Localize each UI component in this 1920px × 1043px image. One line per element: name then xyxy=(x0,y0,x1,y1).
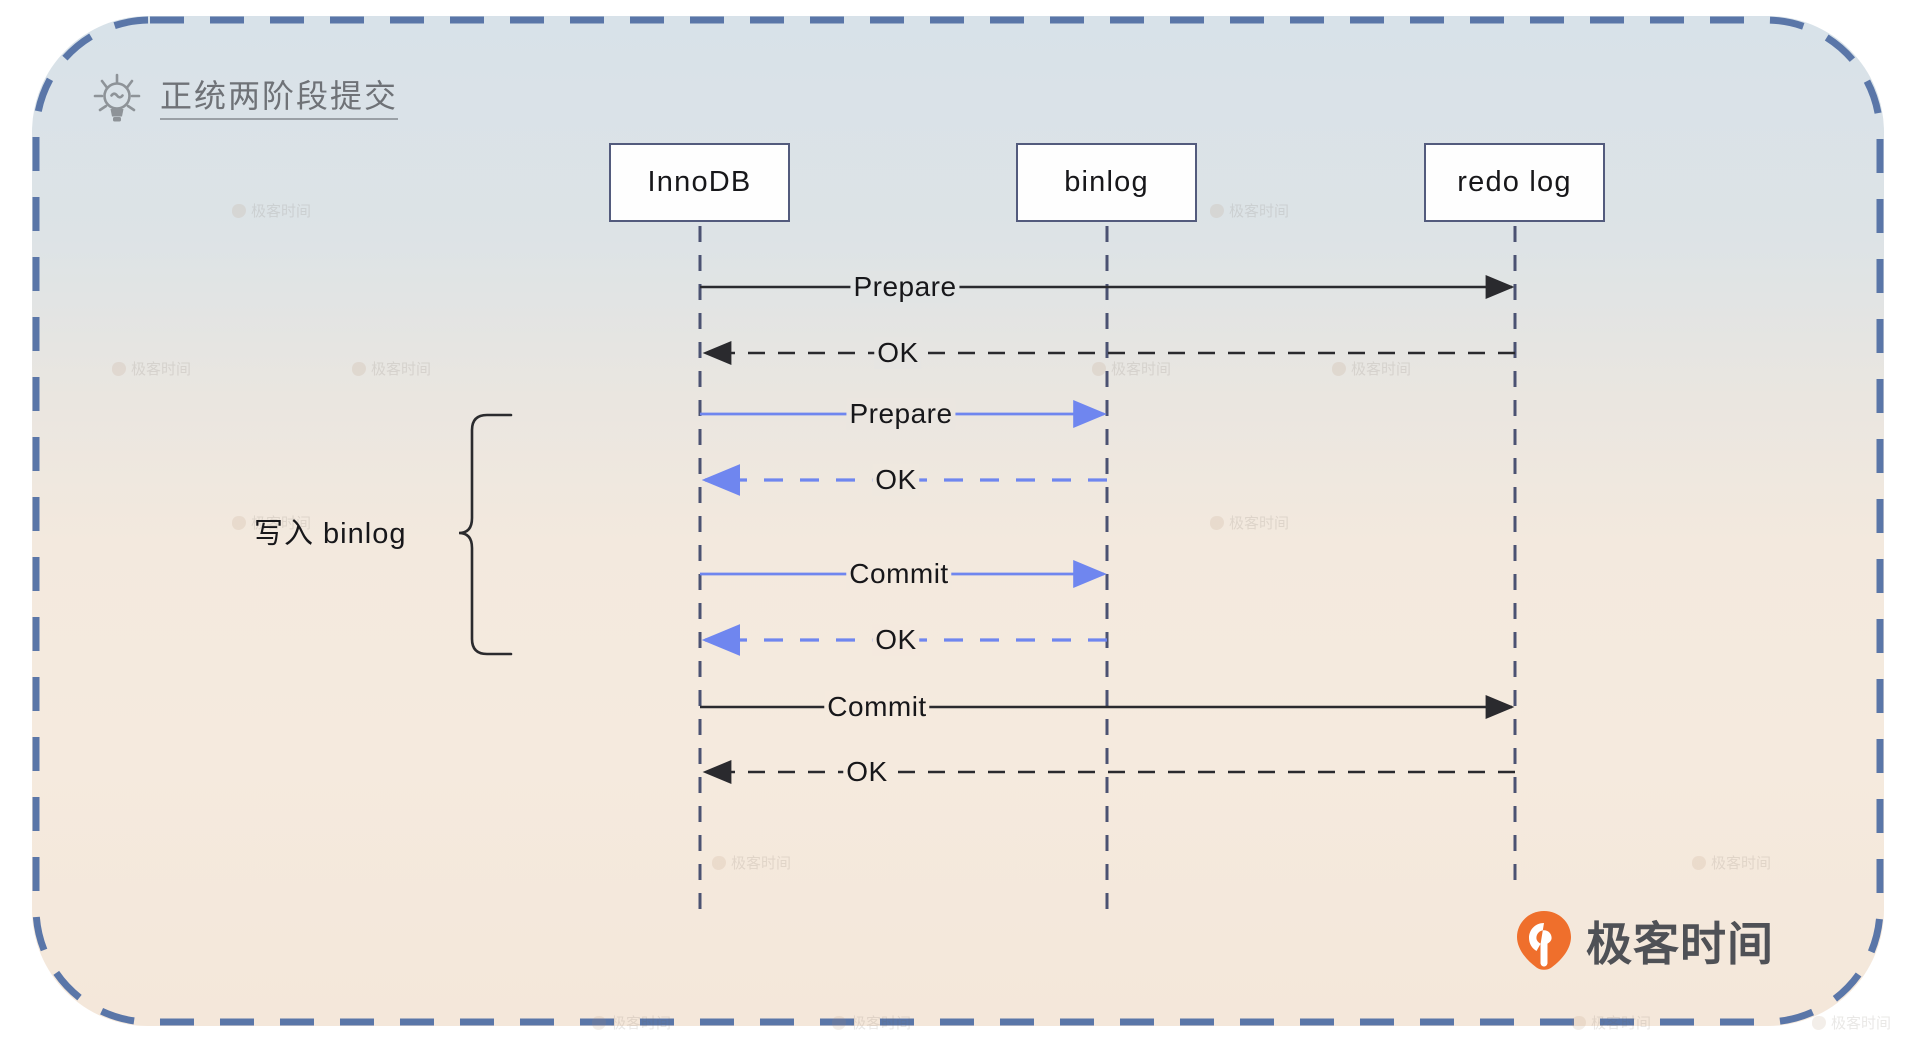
watermark-mark-icon xyxy=(1092,361,1106,376)
message-label-5: Commit xyxy=(846,558,952,590)
watermark-text: 极客时间 xyxy=(611,1015,672,1032)
watermark-text: 极客时间 xyxy=(1351,361,1412,378)
watermark-text: 极客时间 xyxy=(131,361,192,378)
participant-label: redo log xyxy=(1457,166,1572,198)
watermark-mark-icon xyxy=(1332,361,1346,376)
message-label-4: OK xyxy=(872,464,920,496)
watermark-text: 极客时间 xyxy=(1229,515,1290,532)
watermark: 极客时间 xyxy=(1572,1012,1651,1033)
watermark-mark-icon xyxy=(1210,203,1224,218)
watermark-mark-icon xyxy=(1572,1015,1586,1030)
participant-box-binlog[interactable]: binlog xyxy=(1016,143,1197,222)
watermark: 极客时间 xyxy=(232,512,311,533)
watermark: 极客时间 xyxy=(1692,852,1771,873)
watermark-text: 极客时间 xyxy=(731,855,792,872)
participant-label: InnoDB xyxy=(647,166,752,198)
watermark-mark-icon xyxy=(592,1015,606,1030)
watermark-mark-icon xyxy=(112,361,126,376)
watermark-mark-icon xyxy=(352,361,366,376)
watermark-text: 极客时间 xyxy=(1831,1015,1892,1032)
watermark-text: 极客时间 xyxy=(1711,855,1772,872)
watermark-text: 极客时间 xyxy=(1591,1015,1652,1032)
watermark: 极客时间 xyxy=(112,358,191,379)
watermark-mark-icon xyxy=(1812,1015,1826,1030)
watermark-mark-icon xyxy=(1692,855,1706,870)
message-label-2: OK xyxy=(874,337,922,369)
message-label-6: OK xyxy=(872,624,920,656)
lightbulb-icon xyxy=(93,73,141,122)
watermark: 极客时间 xyxy=(1210,512,1289,533)
watermark: 极客时间 xyxy=(1332,358,1411,379)
participant-box-redolog[interactable]: redo log xyxy=(1424,143,1605,222)
watermark: 极客时间 xyxy=(1812,1012,1891,1033)
watermark-text: 极客时间 xyxy=(251,203,312,220)
watermark: 极客时间 xyxy=(232,200,311,221)
watermark: 极客时间 xyxy=(592,1012,671,1033)
watermark-text: 极客时间 xyxy=(851,1015,912,1032)
brand-logo: 极客时间 xyxy=(1516,908,1774,974)
watermark-text: 极客时间 xyxy=(1111,361,1172,378)
watermark: 极客时间 xyxy=(352,358,431,379)
watermark-mark-icon xyxy=(832,1015,846,1030)
message-label-1: Prepare xyxy=(850,271,960,303)
group-label-write-binlog: 写入 binlog xyxy=(254,518,407,550)
watermark: 极客时间 xyxy=(1092,358,1171,379)
watermark-text: 极客时间 xyxy=(251,515,312,532)
watermark: 极客时间 xyxy=(832,1012,911,1033)
participant-label: binlog xyxy=(1064,166,1149,198)
slide-title-row: 正统两阶段提交 xyxy=(90,72,399,126)
message-label-3: Prepare xyxy=(846,398,956,430)
watermark-text: 极客时间 xyxy=(1229,203,1290,220)
message-label-8: OK xyxy=(843,756,891,788)
participant-box-innodb[interactable]: InnoDB xyxy=(609,143,790,222)
watermark-mark-icon xyxy=(712,855,726,870)
watermark-mark-icon xyxy=(232,515,246,530)
message-label-7: Commit xyxy=(824,691,930,723)
watermark: 极客时间 xyxy=(1210,200,1289,221)
watermark-mark-icon xyxy=(1210,515,1224,530)
watermark-text: 极客时间 xyxy=(371,361,432,378)
geekbang-mark-icon xyxy=(1517,911,1571,970)
brand-name: 极客时间 xyxy=(1586,918,1774,970)
page-title: 正统两阶段提交 xyxy=(160,78,399,121)
watermark-mark-icon xyxy=(232,203,246,218)
watermark: 极客时间 xyxy=(712,852,791,873)
